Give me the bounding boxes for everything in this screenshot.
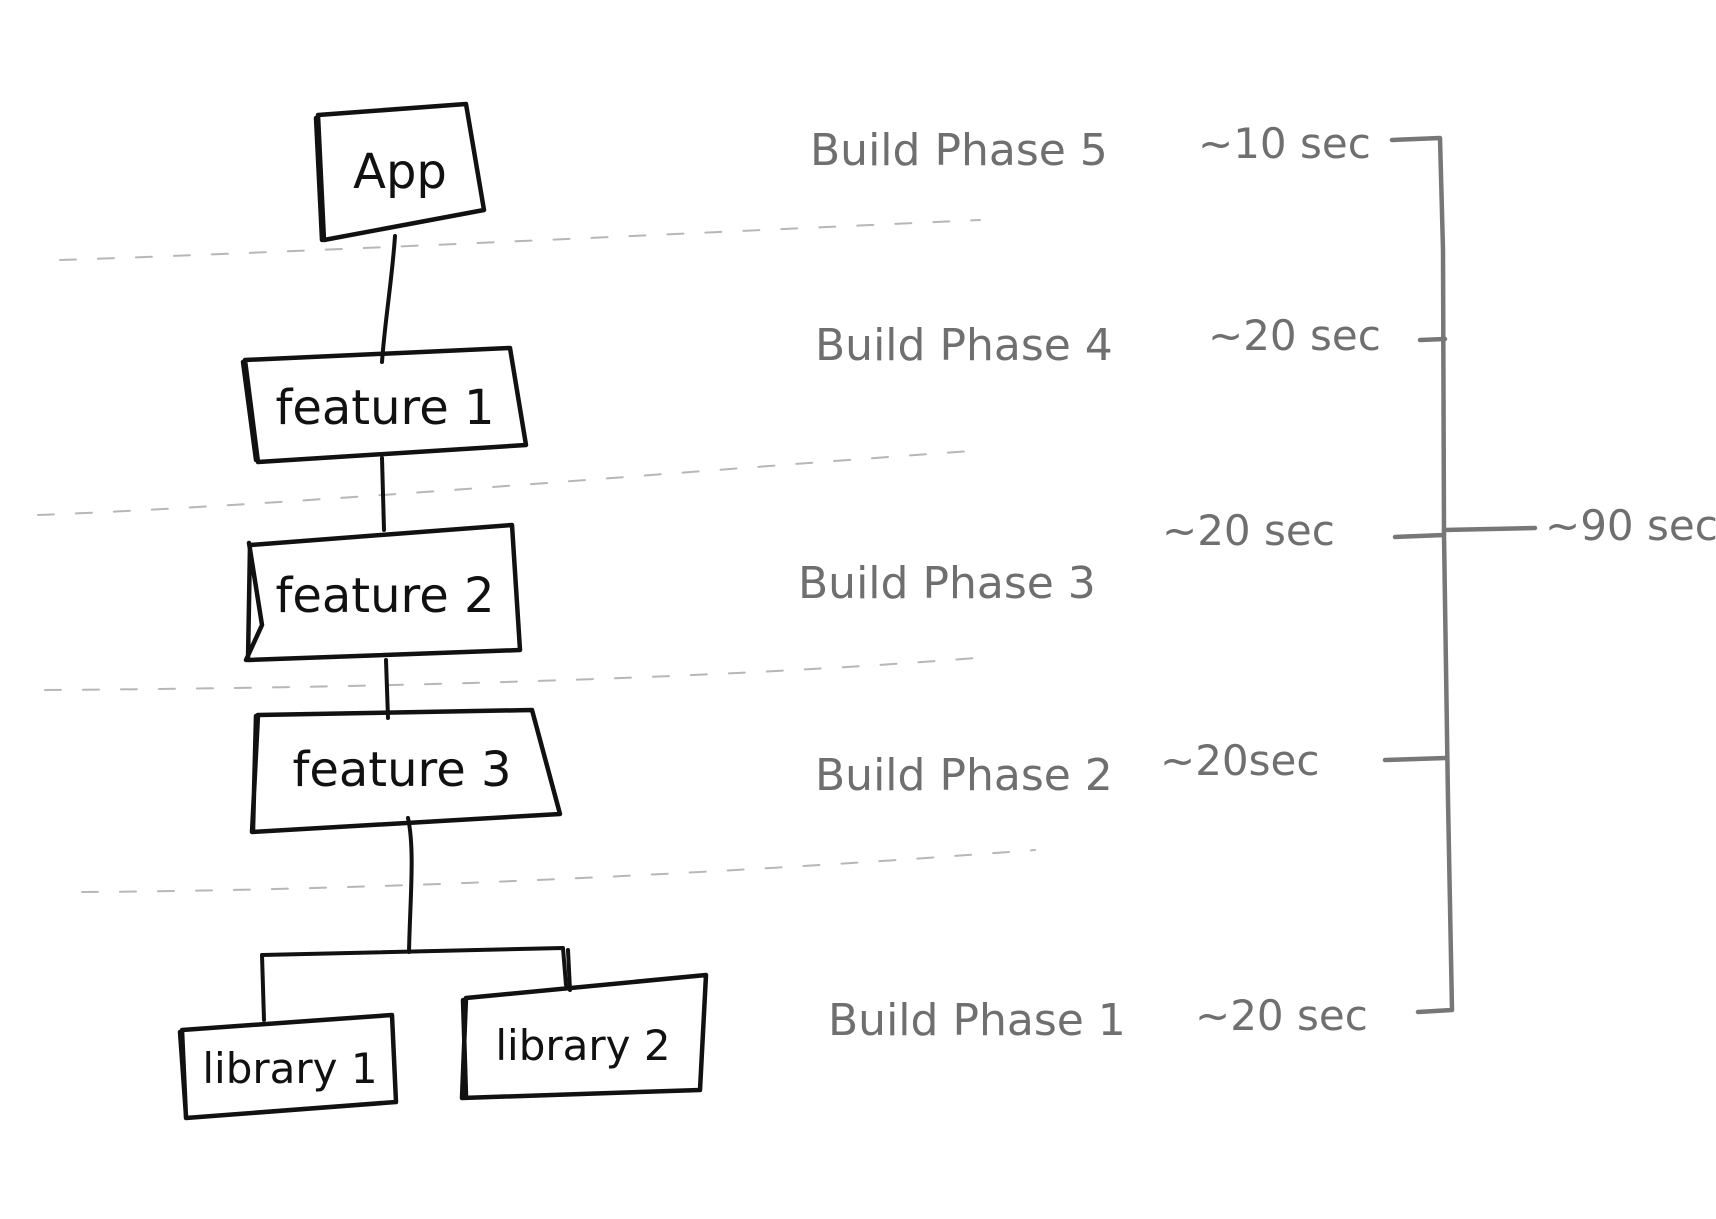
feature2-label: feature 2 (275, 568, 494, 624)
phase-separator-4-3 (37, 449, 986, 516)
edge-app-feature1 (380, 234, 397, 364)
library2-label: library 2 (495, 1021, 670, 1070)
phase-separator-3-2 (44, 657, 976, 691)
phase-separator-2-1 (81, 849, 1036, 893)
library1-box (177, 1012, 399, 1121)
edge-feature2-feature3 (384, 658, 390, 720)
phase-4-time: ~20 sec (1208, 311, 1381, 360)
edge-library-fork (260, 946, 568, 1022)
feature1-box (240, 345, 529, 465)
edge-feature1-feature2 (380, 456, 386, 532)
phase-5-time: ~10 sec (1198, 119, 1371, 168)
feature3-box (249, 707, 563, 835)
app-label: App (353, 144, 447, 200)
phase-3-time: ~20 sec (1162, 506, 1335, 555)
phase-5-label: Build Phase 5 (810, 125, 1108, 176)
bracket-tick-phase-3 (1392, 532, 1447, 540)
phase-4-label: Build Phase 4 (815, 320, 1113, 371)
phase-1-time: ~20 sec (1195, 991, 1368, 1040)
total-time: ~90 sec (1545, 501, 1716, 550)
feature2-box (243, 522, 523, 663)
app-box (313, 101, 487, 243)
bracket-total-connector (1441, 525, 1538, 533)
phase-2-time: ~20sec (1160, 736, 1319, 785)
library2-box (459, 972, 709, 1101)
phase-1-label: Build Phase 1 (828, 995, 1126, 1046)
phase-separator-5-4 (59, 219, 981, 261)
edge-library2-drop (566, 948, 572, 992)
phase-3-label: Build Phase 3 (798, 558, 1096, 609)
feature3-label: feature 3 (292, 742, 511, 798)
library1-label: library 1 (202, 1044, 377, 1093)
bracket-tick-phase-2 (1382, 755, 1449, 763)
edge-feature3-library-split (406, 816, 414, 954)
phase-2-label: Build Phase 2 (815, 750, 1113, 801)
total-bracket (1389, 135, 1455, 1015)
bracket-tick-phase-4 (1417, 336, 1448, 343)
feature1-label: feature 1 (275, 380, 494, 436)
